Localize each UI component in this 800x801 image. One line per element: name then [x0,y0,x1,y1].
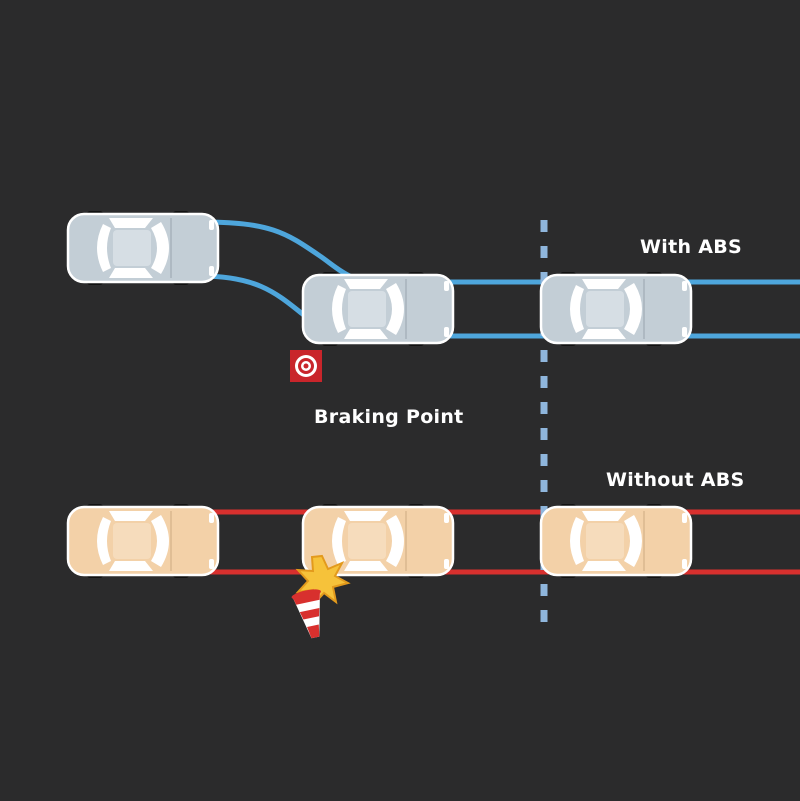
abs-car-start [66,209,220,287]
with-abs-label: With ABS [640,236,742,258]
no-abs-car-start [66,502,220,580]
no-abs-car-stopped [539,502,693,580]
without-abs-label: Without ABS [606,469,745,491]
braking-point-label: Braking Point [314,406,464,428]
abs-car-braking [301,270,455,348]
abs-car-stopped [539,270,693,348]
target-icon [290,350,322,382]
traffic-cone-icon [291,589,321,639]
no-abs-track [200,509,800,575]
